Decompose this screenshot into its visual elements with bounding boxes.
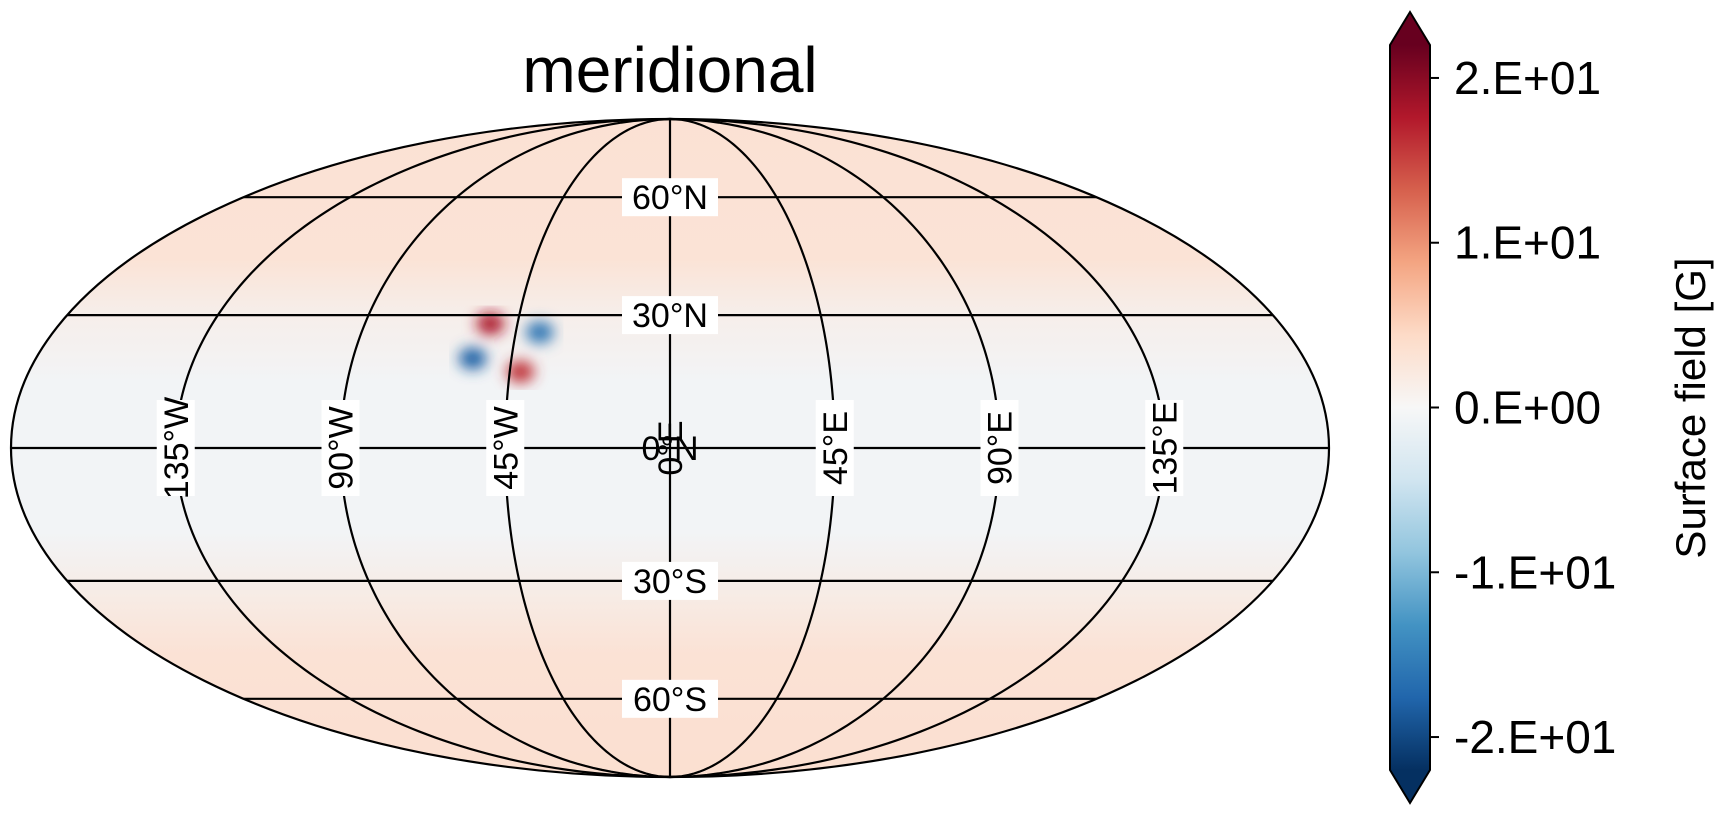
parallel-label: 30°N [622,296,718,335]
meridian-label: 45°E [815,400,855,496]
meridian-label-text: 45°W [487,406,525,490]
parallel-label-text: 0°N [641,430,698,468]
parallel-label-text: 30°N [632,297,708,335]
parallel-label-text: 60°S [633,681,707,719]
colorbar-extend-min [1390,770,1430,803]
graticule-labels: 60°S 30°S 0°N 30°N 60°N 135°W 90°W 45°W 0°E 45°E 9… [156,178,1184,719]
parallel-label: 60°S [622,679,718,719]
parallel-label: 0°N [641,430,698,468]
map-boundary [9,117,1331,779]
meridian-label: 0°E [652,420,690,475]
meridian-label: 90°W [321,400,361,496]
map-panel: 60°S 30°S 0°N 30°N 60°N 135°W 90°W 45°W 0°E 45°E 9… [9,117,1331,779]
colorbar-label: Surface field [G] [1667,257,1714,558]
meridian-label: 135°E [1145,400,1184,496]
meridian-label-text: 45°E [817,411,855,485]
positive-polarity-spot [506,360,535,383]
meridian-label: 135°W [156,397,196,499]
parallel-label: 60°N [622,178,718,217]
parallel-label-text: 30°S [633,563,707,601]
colorbar-tick-label: 2.E+01 [1454,52,1601,104]
parallel-label: 30°S [622,561,718,601]
field-features [458,312,554,383]
meridian-label: 45°W [486,400,525,496]
positive-polarity-spot [476,312,505,335]
meridian-label-text: 0°E [652,420,690,475]
colorbar: 2.E+01 1.E+01 0.E+00 -1.E+01 -2.E+01 Surface… [1389,10,1714,805]
colorbar-tick-label: 1.E+01 [1454,217,1601,269]
negative-polarity-spot [458,347,487,370]
colorbar-tick-label: -1.E+01 [1454,546,1616,598]
negative-polarity-spot [525,321,554,344]
colorbar-gradient [1390,45,1430,770]
meridian-label: 90°E [980,400,1020,496]
parallel-label-text: 60°N [632,179,708,217]
meridian-label-text: 90°E [982,411,1020,485]
meridian-label-text: 135°W [158,397,196,499]
colorbar-tick-label: -2.E+01 [1454,711,1616,763]
colorbar-extend-max [1390,12,1430,45]
colorbar-tick-label: 0.E+00 [1454,382,1601,434]
colorbar-outline [1389,10,1431,805]
meridian-label-text: 135°E [1146,401,1184,494]
map-title: meridional [522,34,817,106]
meridian-label-text: 90°W [323,406,361,490]
